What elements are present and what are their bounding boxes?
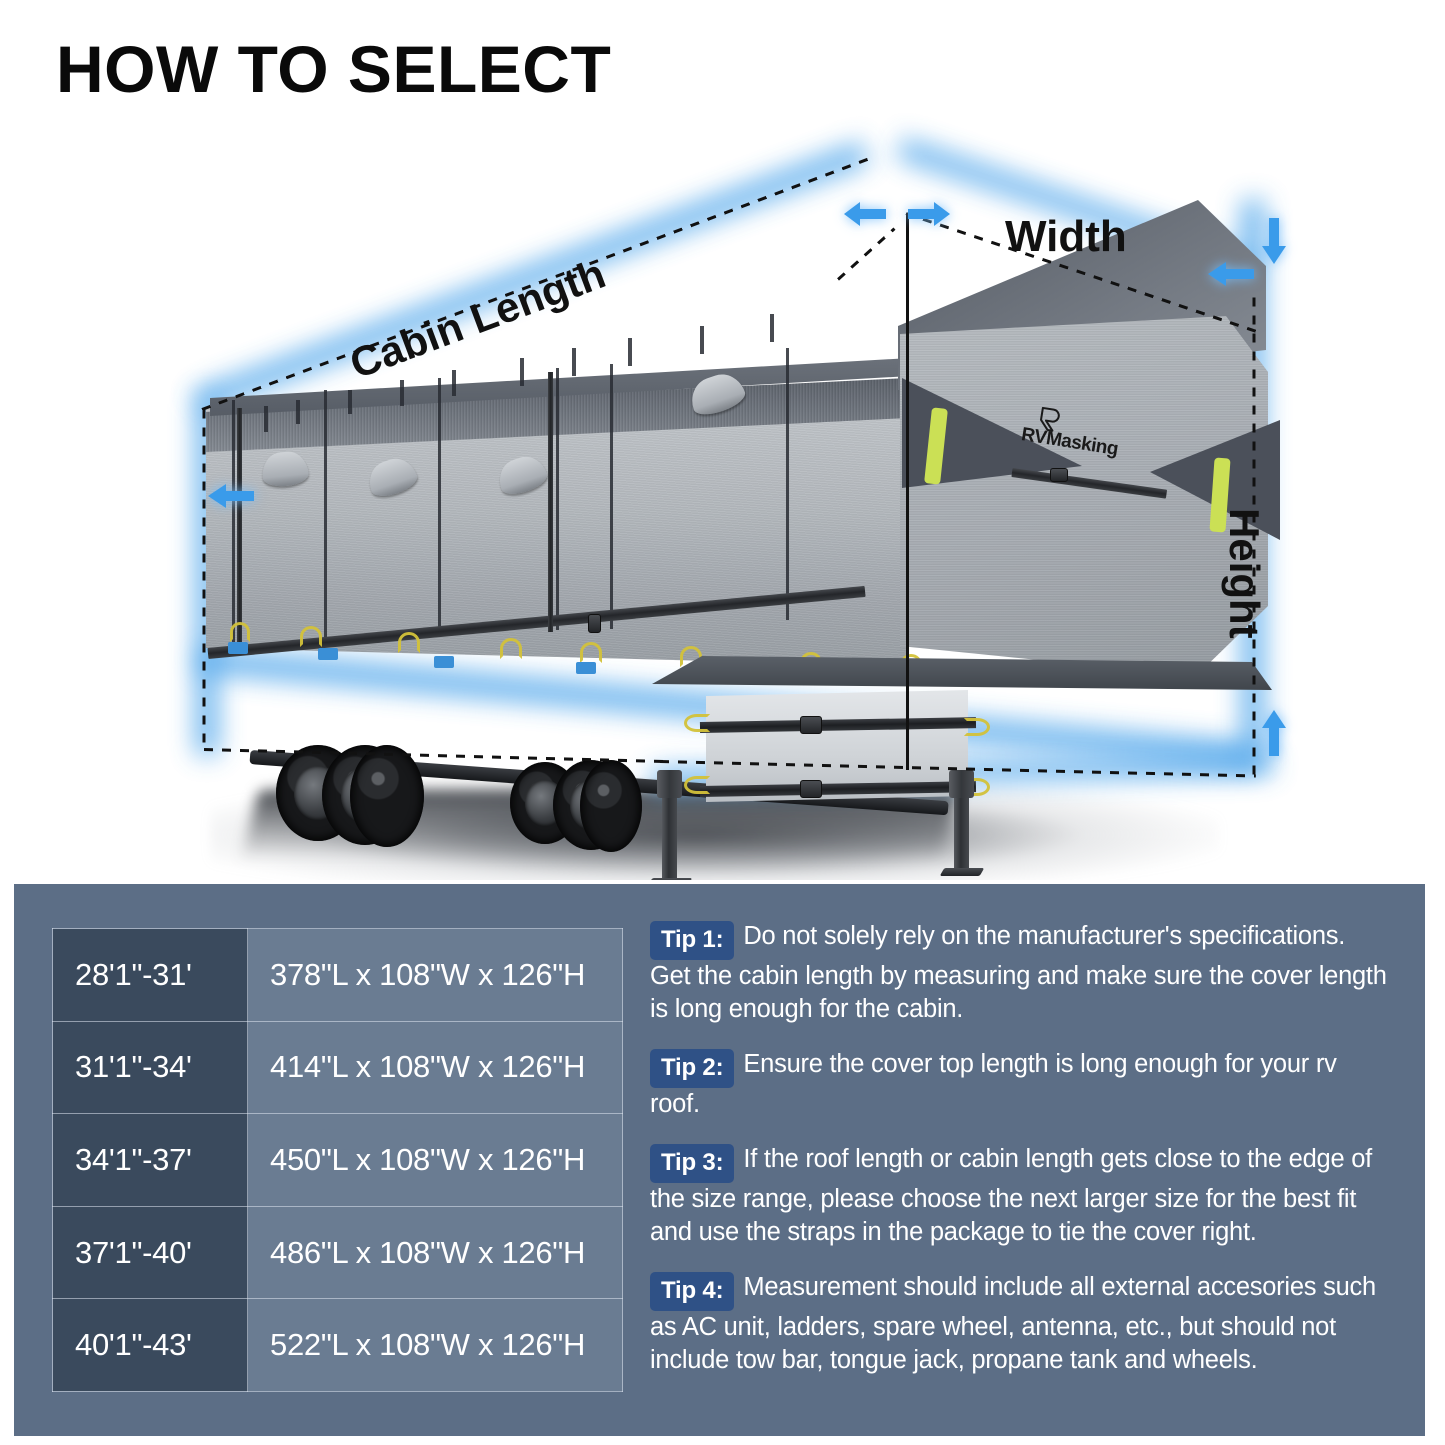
wheel-rear-dual bbox=[350, 745, 424, 847]
size-spec-table-body: 28'1"-31' 378"L x 108"W x 126"H 31'1"-34… bbox=[52, 928, 623, 1392]
tip-item: Tip 3:If the roof length or cabin length… bbox=[650, 1143, 1392, 1249]
tip-badge: Tip 1: bbox=[650, 921, 735, 960]
tip-body: If the roof length or cabin length gets … bbox=[650, 1145, 1372, 1246]
hitch-buckle-lower bbox=[800, 780, 822, 798]
hem-clip bbox=[228, 642, 248, 654]
hem-clip bbox=[318, 648, 338, 660]
tips-list: Tip 1:Do not solely rely on the manufact… bbox=[650, 920, 1392, 1377]
wheel-front-dual bbox=[580, 760, 642, 852]
arrow-width-left bbox=[842, 198, 888, 230]
tip-body: Measurement should include all external … bbox=[650, 1273, 1376, 1374]
roof-tab bbox=[452, 370, 456, 396]
arrow-height-bottom bbox=[1258, 708, 1290, 758]
leg-foot bbox=[939, 868, 985, 876]
roof-tab bbox=[572, 348, 576, 376]
roof-tab bbox=[348, 390, 352, 414]
cell-dimensions: 522"L x 108"W x 126"H bbox=[247, 1298, 623, 1392]
tip-body: Ensure the cover top length is long enou… bbox=[650, 1050, 1337, 1118]
tip-body: Do not solely rely on the manufacturer's… bbox=[650, 922, 1387, 1023]
cover-seam bbox=[610, 364, 613, 629]
elastic-loop bbox=[684, 714, 710, 732]
rv-cover-illustration: RVMasking bbox=[0, 90, 1445, 880]
table-row: 34'1"-37' 450"L x 108"W x 126"H bbox=[52, 1113, 623, 1207]
elastic-loop bbox=[580, 642, 602, 663]
elastic-loop bbox=[680, 646, 702, 667]
roof-tab bbox=[400, 380, 404, 406]
elastic-loop bbox=[684, 776, 710, 794]
tip-badge: Tip 3: bbox=[650, 1144, 735, 1183]
tip-item: Tip 1:Do not solely rely on the manufact… bbox=[650, 920, 1392, 1026]
leg-top bbox=[949, 770, 974, 798]
elastic-loop bbox=[500, 638, 522, 659]
cover-seam bbox=[324, 390, 327, 640]
cell-dimensions: 378"L x 108"W x 126"H bbox=[247, 928, 623, 1022]
tip-text: Tip 2:Ensure the cover top length is lon… bbox=[650, 1048, 1392, 1121]
cell-size: 40'1"-43' bbox=[52, 1298, 248, 1392]
tip-item: Tip 4:Measurement should include all ext… bbox=[650, 1271, 1392, 1377]
cover-seam bbox=[438, 378, 441, 634]
cell-size: 37'1"-40' bbox=[52, 1205, 248, 1300]
arrow-height-top bbox=[1258, 216, 1290, 266]
roof-tab bbox=[628, 338, 632, 366]
elastic-loop bbox=[398, 632, 420, 653]
tip-badge: Tip 2: bbox=[650, 1049, 735, 1088]
size-spec-table: 28'1"-31' 378"L x 108"W x 126"H 31'1"-34… bbox=[52, 928, 623, 1392]
table-row: 37'1"-40' 486"L x 108"W x 126"H bbox=[52, 1205, 623, 1300]
tip-badge: Tip 4: bbox=[650, 1272, 735, 1311]
rvmasking-glyph-icon bbox=[1040, 406, 1060, 432]
label-width: Width bbox=[1005, 212, 1127, 261]
table-row: 28'1"-31' 378"L x 108"W x 126"H bbox=[52, 928, 623, 1022]
cell-dimensions: 486"L x 108"W x 126"H bbox=[247, 1205, 623, 1300]
nose-strap-buckle bbox=[1050, 468, 1068, 482]
tip-text: Tip 1:Do not solely rely on the manufact… bbox=[650, 920, 1392, 1026]
label-height: Height bbox=[1221, 508, 1268, 639]
roof-tab bbox=[700, 326, 704, 354]
cover-vertical-strap bbox=[237, 408, 242, 646]
hem-clip bbox=[576, 662, 596, 674]
info-panel: 28'1"-31' 378"L x 108"W x 126"H 31'1"-34… bbox=[14, 884, 1425, 1436]
center-reference-line bbox=[906, 214, 909, 770]
cell-size: 28'1"-31' bbox=[52, 928, 248, 1022]
dashed-line-back-top bbox=[836, 227, 896, 281]
arrow-width-right bbox=[906, 198, 952, 230]
elastic-loop bbox=[964, 718, 990, 736]
cover-seam bbox=[232, 400, 235, 645]
roof-tab bbox=[296, 400, 300, 424]
roof-tab bbox=[770, 314, 774, 342]
arrow-cabin-left bbox=[206, 480, 256, 512]
arrow-width-far-right bbox=[1206, 258, 1256, 290]
cover-seam bbox=[556, 368, 559, 630]
leg-top bbox=[657, 770, 682, 798]
landing-gear-leg-right bbox=[939, 770, 985, 876]
roof-tab bbox=[520, 358, 524, 386]
cell-size: 31'1"-34' bbox=[52, 1020, 248, 1115]
strap-buckle bbox=[588, 614, 601, 633]
page-title: HOW TO SELECT bbox=[56, 32, 612, 106]
brand-logo: RVMasking bbox=[1020, 404, 1120, 460]
tip-text: Tip 4:Measurement should include all ext… bbox=[650, 1271, 1392, 1377]
tip-text: Tip 3:If the roof length or cabin length… bbox=[650, 1143, 1392, 1249]
leg-foot bbox=[647, 878, 693, 880]
landing-gear-leg-left bbox=[647, 770, 693, 880]
elastic-loop bbox=[230, 622, 250, 642]
cover-seam bbox=[786, 348, 789, 620]
table-row: 31'1"-34' 414"L x 108"W x 126"H bbox=[52, 1020, 623, 1115]
cell-dimensions: 450"L x 108"W x 126"H bbox=[247, 1113, 623, 1207]
dashed-line-left-vertical bbox=[202, 409, 206, 752]
elastic-loop bbox=[300, 626, 322, 647]
hem-clip bbox=[434, 656, 454, 668]
hitch-underbelly bbox=[652, 656, 1272, 690]
tip-item: Tip 2:Ensure the cover top length is lon… bbox=[650, 1048, 1392, 1121]
table-row: 40'1"-43' 522"L x 108"W x 126"H bbox=[52, 1298, 623, 1392]
cover-vertical-strap bbox=[548, 372, 553, 632]
cell-dimensions: 414"L x 108"W x 126"H bbox=[247, 1020, 623, 1115]
hitch-buckle-upper bbox=[800, 716, 822, 734]
roof-tab bbox=[264, 406, 268, 432]
cell-size: 34'1"-37' bbox=[52, 1113, 248, 1207]
